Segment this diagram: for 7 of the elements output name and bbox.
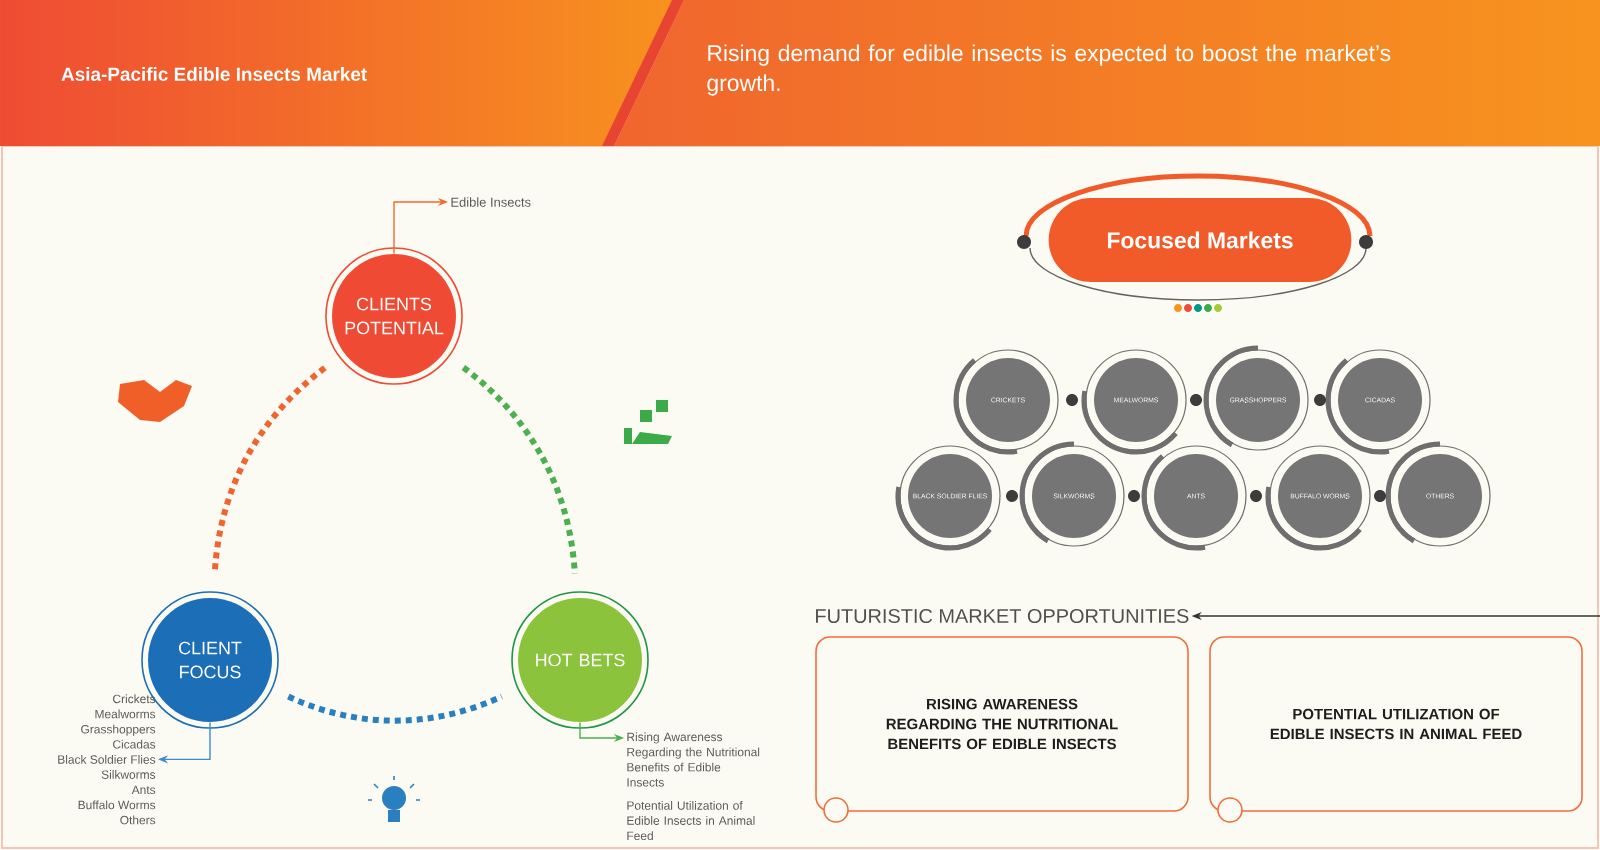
- header-text: Rising demand for edible insects is expected to boost the market’s growth.: [707, 44, 1391, 96]
- heading-pill: Focused Markets: [1048, 198, 1352, 282]
- dotted-arc: [211, 365, 327, 574]
- dotted-arc: [461, 365, 578, 575]
- title: Asia-Pacific Edible Insects Market: [61, 67, 367, 81]
- dotted-arc: [287, 693, 503, 724]
- section-heading: FUTURISTIC MARKET OPPORTUNITIES: [816, 608, 1189, 624]
